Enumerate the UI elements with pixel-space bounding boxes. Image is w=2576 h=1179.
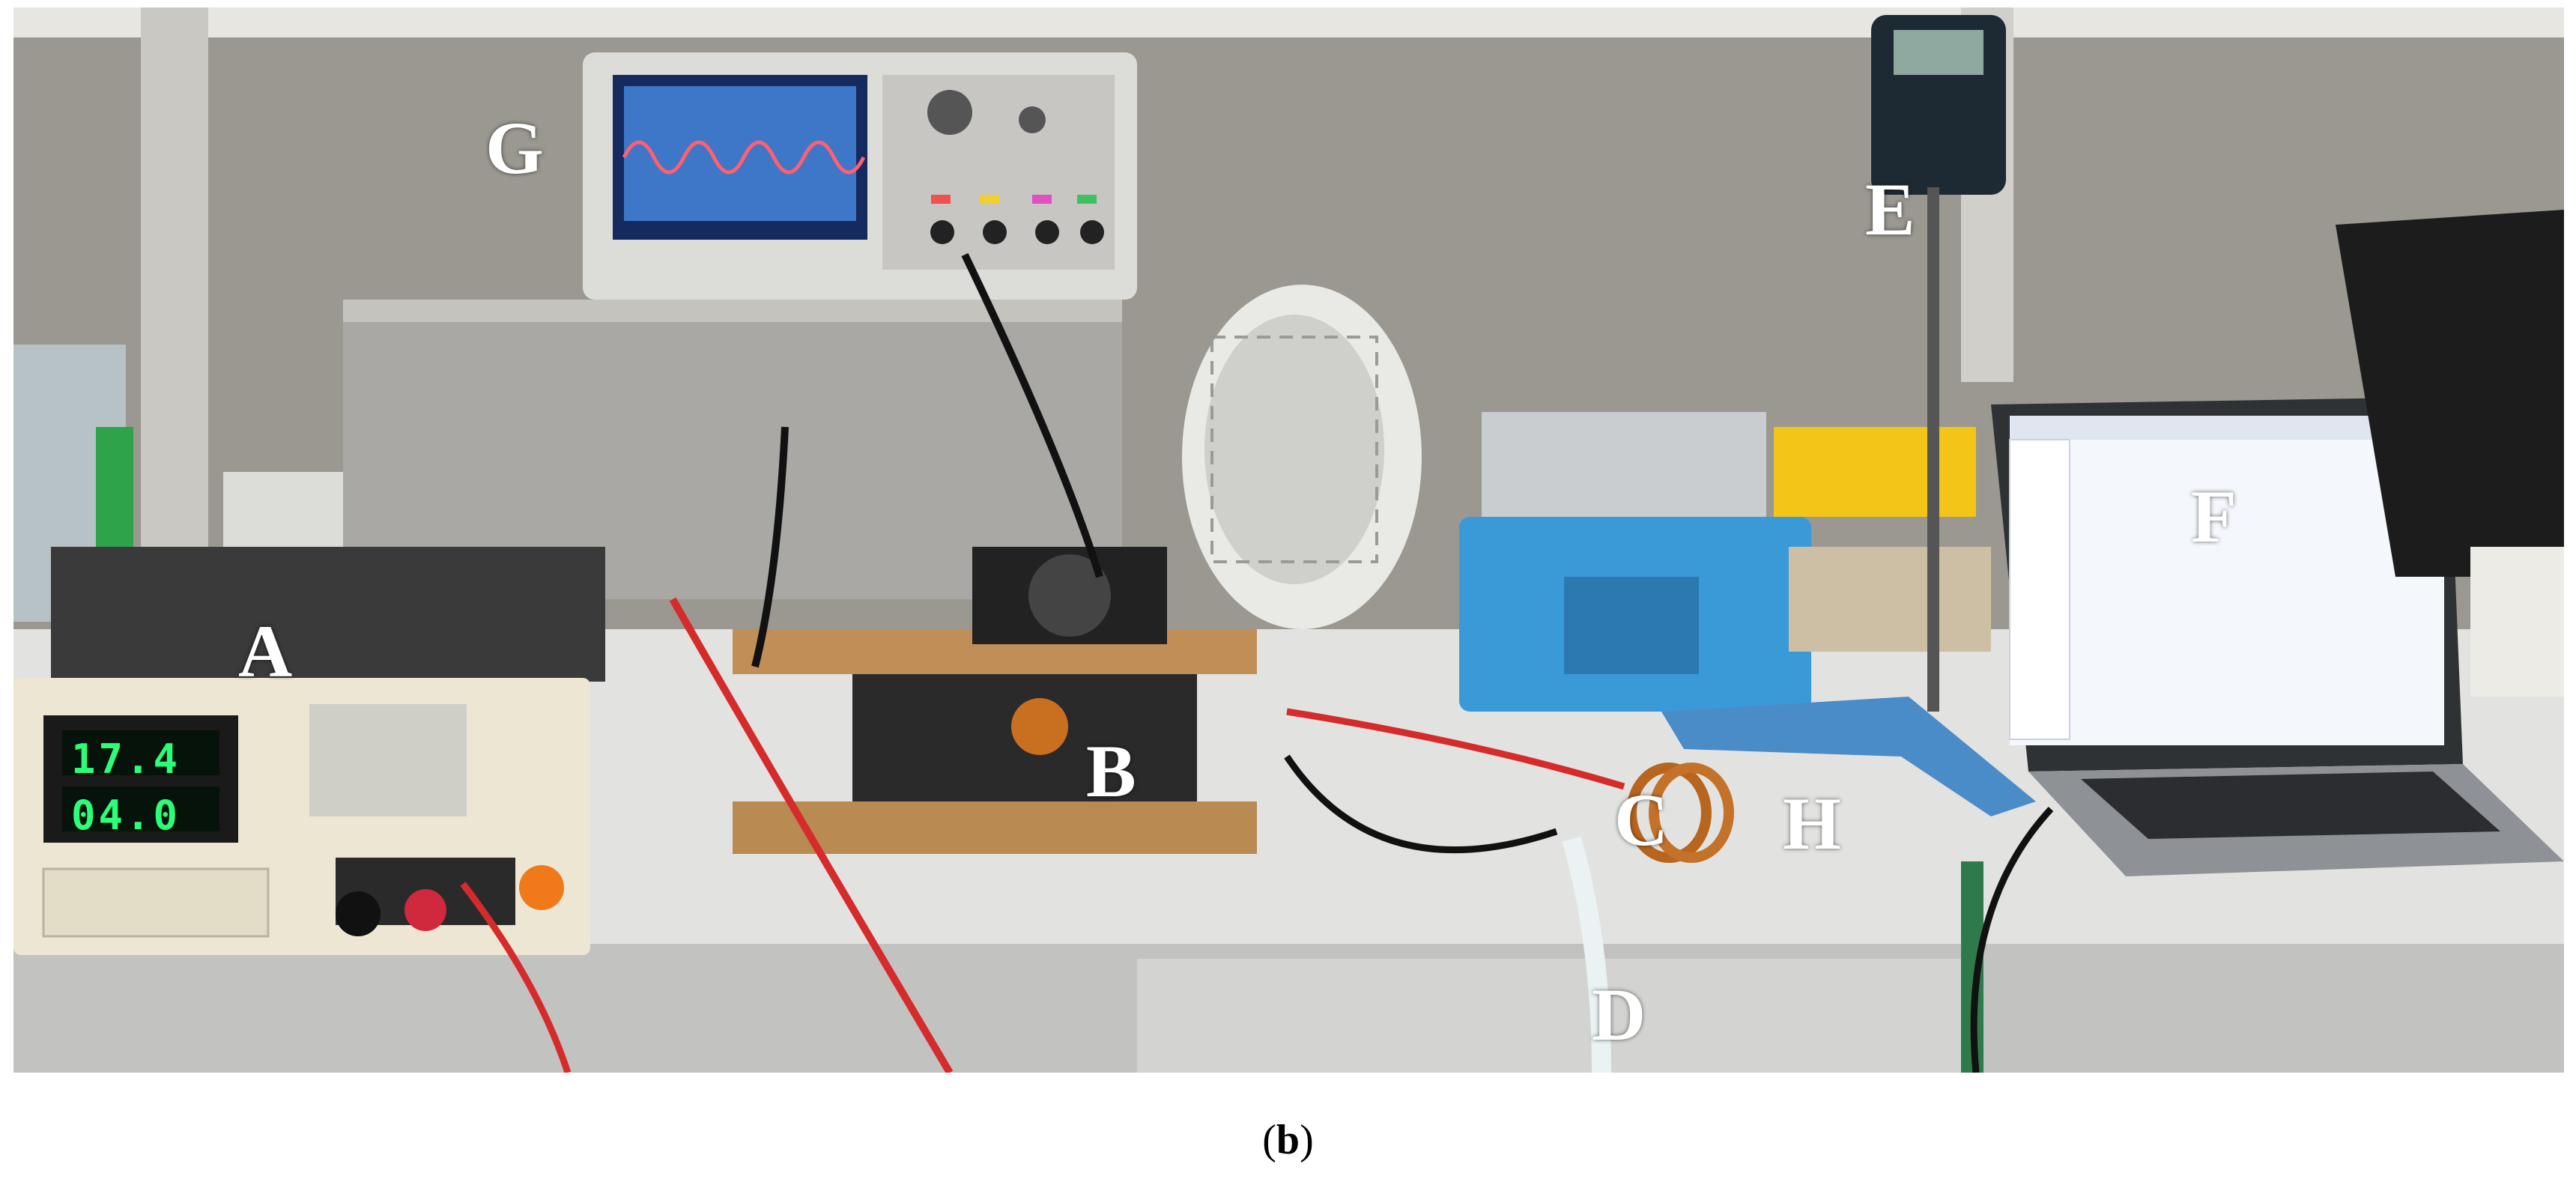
label-c: C [1614,778,1669,861]
fan-heater [1182,285,1422,629]
tubing [1562,836,1611,1073]
sine-trace [622,140,866,175]
label-h: H [1783,782,1841,865]
induction-coil [1626,763,1734,863]
oscilloscope [583,52,1137,300]
label-e: E [1865,168,1915,251]
induction-driver-board [733,547,1257,854]
label-b: B [1086,730,1136,813]
caption-letter: b [1276,1117,1300,1163]
dc-power-supply [13,547,605,955]
label-d: D [1592,973,1646,1056]
label-f: F [2191,475,2237,558]
voltage-readout: 17.4 [71,736,181,783]
shelf-post-left [141,7,208,547]
label-g: G [485,106,544,190]
lab-setup-photo [13,7,2564,1073]
label-a: A [238,610,293,693]
dry-block-heater [1459,412,1811,712]
retort-stand [1661,15,2036,816]
current-readout: 04.0 [71,792,181,839]
laptop [1991,397,2564,876]
figure-caption: (b) [1262,1117,1314,1163]
